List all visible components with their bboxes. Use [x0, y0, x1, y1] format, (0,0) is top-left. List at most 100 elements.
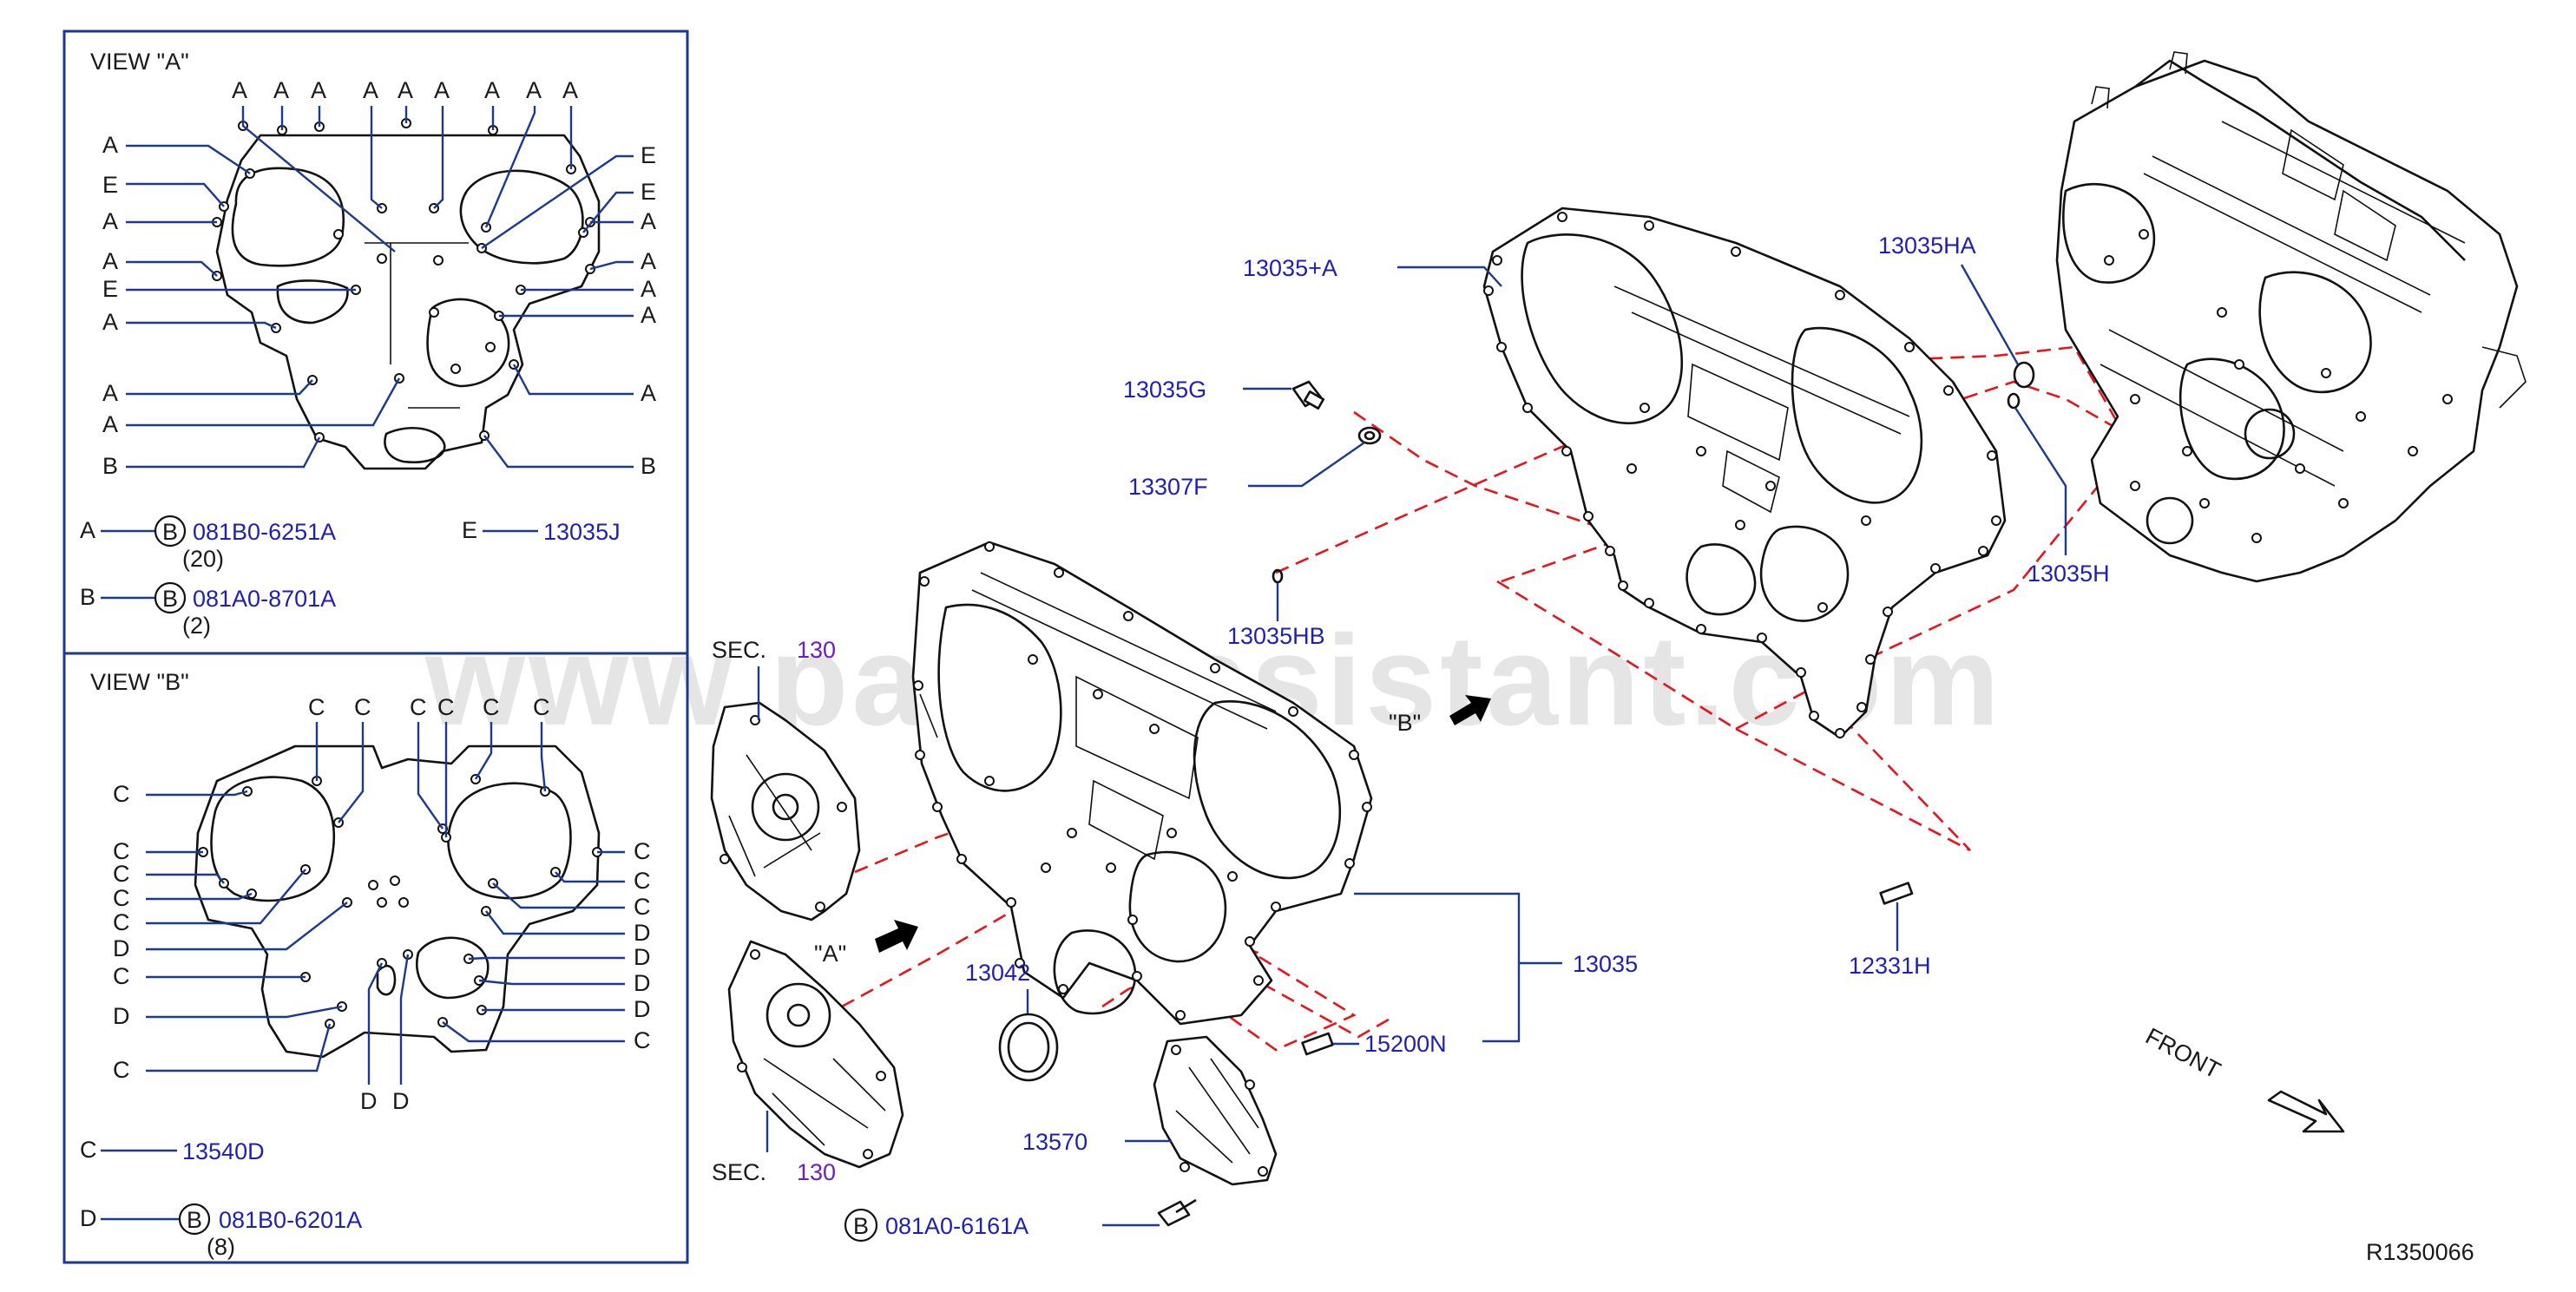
part-13570-label: 13570 [1022, 1129, 1088, 1155]
front-indicator: FRONT [2141, 1023, 2345, 1133]
view-a-left-label: B [102, 453, 118, 479]
legend-b-qty: (2) [182, 613, 211, 639]
legend-d-qty: (8) [207, 1234, 235, 1260]
callout-15200N: 15200N [1333, 1031, 1447, 1057]
view-b-top-label: C [354, 694, 371, 720]
view-a-left-label: A [102, 132, 118, 158]
sec-130-lower: SEC. 130 [712, 1111, 836, 1185]
view-a-top-label: A [484, 77, 500, 103]
callout-13307F: 13307F [1128, 442, 1365, 500]
legend-d-letter: D [80, 1205, 97, 1231]
view-a-left-label: A [102, 411, 118, 437]
view-a-top-label: A [526, 77, 542, 103]
reference-number: R1350066 [2366, 1239, 2474, 1265]
sec-upper-label: SEC. [712, 637, 766, 663]
view-a-right-label: A [641, 380, 656, 406]
part-081A0-6161A-label: 081A0-6161A [885, 1213, 1028, 1239]
view-a-left-label: E [102, 276, 118, 302]
sec-130-upper: SEC. 130 [712, 637, 836, 720]
sec-lower-label: SEC. [712, 1159, 766, 1185]
part-13035A-label: 13035+A [1243, 255, 1337, 281]
rear-timing-cover-13035-A [1482, 207, 2007, 739]
part-13035HB-label: 13035HB [1227, 623, 1325, 649]
view-b-marker-label: "B" [1389, 710, 1421, 736]
legend-c-letter: C [80, 1137, 97, 1163]
sec-upper-num: 130 [797, 637, 836, 663]
seal-13042 [998, 1013, 1059, 1082]
cover-13570 [1153, 1035, 1278, 1186]
part-13035-label: 13035 [1573, 951, 1638, 977]
plug-13035G [1291, 380, 1325, 410]
view-b-right-label: D [634, 996, 651, 1022]
view-b-right-label: D [634, 920, 651, 946]
part-13307F-label: 13307F [1128, 474, 1208, 500]
view-b-left-label: C [113, 838, 130, 864]
dowel-12331H [1879, 882, 1914, 905]
view-a-left-label: A [102, 380, 118, 406]
view-a-box [62, 30, 689, 655]
view-a-right-label: B [641, 453, 656, 479]
legend-d-circled: B [187, 1207, 202, 1233]
callout-13570: 13570 [1022, 1129, 1172, 1155]
part-13035H-label: 13035H [2027, 561, 2110, 587]
view-a-arrow-icon [875, 920, 918, 953]
view-a-right-label: E [641, 142, 656, 168]
view-b-bolt-holes [198, 774, 602, 1029]
view-b-right-label: C [634, 1027, 651, 1053]
view-a-top-label: A [562, 77, 578, 103]
callout-13035A: 13035+A [1243, 255, 1502, 287]
oring-13035HA [2013, 361, 2035, 389]
view-a-marker-label: "A" [814, 941, 846, 967]
view-b-box [62, 652, 689, 1264]
part-13035HA-label: 13035HA [1878, 233, 1976, 259]
oring-13035HB [1272, 568, 1284, 584]
engine-bolt-holes [2104, 229, 2453, 543]
view-a-top-label: A [434, 77, 450, 103]
view-b-bottom-label: D [360, 1088, 378, 1114]
view-a-left-label: A [102, 309, 118, 335]
washer-13307F [1357, 426, 1382, 445]
legend-c-part: 13540D [182, 1138, 265, 1164]
callout-13035G: 13035G [1123, 377, 1291, 403]
view-a-left-label: A [102, 208, 118, 234]
view-b-left-label: C [113, 861, 130, 887]
legend-d-part: 081B0-6201A [219, 1207, 362, 1233]
view-a-top-label: A [311, 77, 326, 103]
view-a-right-label: E [641, 179, 656, 205]
view-b-top-label: C [308, 694, 325, 720]
callout-081A0-6161A: B 081A0-6161A [844, 1208, 1160, 1243]
dowel-15200N [1301, 1032, 1334, 1056]
water-pump-lower [727, 940, 904, 1169]
view-a-left-label: E [102, 172, 118, 198]
view-a-left-label: A [102, 248, 118, 274]
view-b-right-label: D [634, 970, 651, 996]
legend-e-letter: E [462, 517, 477, 543]
part-13035G-label: 13035G [1123, 377, 1206, 403]
water-pump-upper [710, 701, 861, 921]
sec-lower-num: 130 [797, 1159, 836, 1185]
view-a-right-label: A [641, 276, 656, 302]
front-label: FRONT [2141, 1023, 2224, 1084]
legend-a-part: 081B0-6251A [193, 519, 336, 545]
view-b-right-label: C [634, 838, 651, 864]
front-arrow-icon [2267, 1090, 2345, 1133]
bolt-081A0-6161A [1157, 1198, 1197, 1227]
oring-13035H [2007, 392, 2021, 410]
view-a-top-label: A [398, 77, 413, 103]
engine-block [2055, 51, 2527, 583]
rear-cover-bolt-holes [1483, 212, 2001, 738]
part-12331H-label: 12331H [1849, 953, 1931, 979]
view-b-left-label: C [113, 781, 130, 807]
view-b-left-label: C [113, 909, 130, 935]
view-b-arrow-icon [1449, 695, 1491, 725]
view-b-left-label: D [113, 1003, 130, 1029]
view-a-top-label: A [273, 77, 289, 103]
part-15200N-label: 15200N [1364, 1031, 1447, 1057]
view-b-right-label: C [634, 868, 651, 894]
view-a-title: VIEW "A" [90, 49, 189, 75]
callout-13042: 13042 [965, 960, 1030, 1013]
